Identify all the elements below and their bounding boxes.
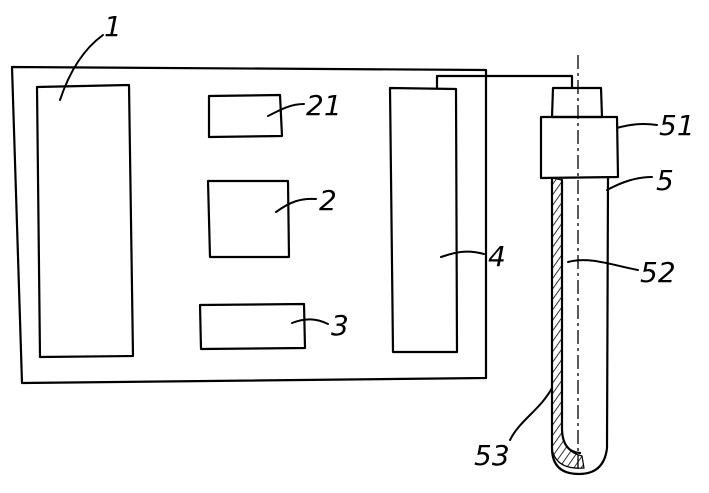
leader-line-2 <box>275 197 317 213</box>
probe-top-cap <box>550 86 604 119</box>
element-5-tube <box>550 176 610 476</box>
label-21: 21 <box>306 89 342 122</box>
label-53: 53 <box>474 439 510 472</box>
housing-box <box>10 65 488 385</box>
leader-line-1 <box>59 34 104 101</box>
component-1-block <box>35 83 135 359</box>
label-4: 4 <box>488 240 506 273</box>
leader-line-21 <box>267 103 305 117</box>
component-21-block <box>207 93 284 139</box>
leader-line-51 <box>616 123 658 129</box>
label-3: 3 <box>331 309 349 342</box>
component-4-block <box>388 86 459 354</box>
element-53-hatched-layer <box>551 177 585 469</box>
leader-line-5 <box>606 176 653 191</box>
inner-tube <box>560 178 582 455</box>
leader-line-4 <box>440 250 485 258</box>
label-51: 51 <box>659 109 695 142</box>
label-1: 1 <box>104 10 122 43</box>
leader-line-52 <box>567 259 639 271</box>
label-2: 2 <box>319 184 337 217</box>
component-2-block <box>206 179 291 259</box>
leader-line-53 <box>509 387 553 441</box>
element-51-collar <box>539 115 620 180</box>
label-52: 52 <box>640 256 676 289</box>
connection-wire <box>435 74 574 90</box>
leader-line-3 <box>291 318 329 325</box>
component-3-block <box>198 302 307 351</box>
label-5: 5 <box>656 164 674 197</box>
